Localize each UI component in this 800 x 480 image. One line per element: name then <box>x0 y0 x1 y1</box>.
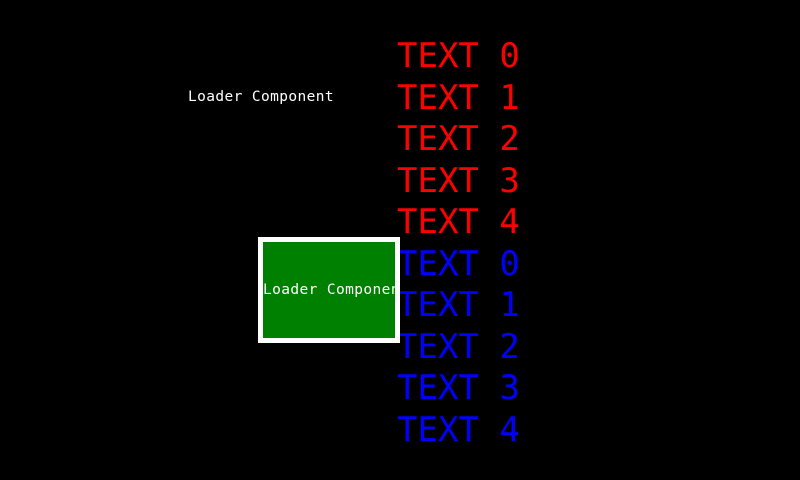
loader-component-label-inner: Loader Component <box>263 282 400 298</box>
text-row-index: 3 <box>499 368 520 408</box>
text-row-index: 0 <box>499 36 520 76</box>
text-row: TEXT 4 <box>397 202 657 244</box>
text-row: TEXT 0 <box>397 244 657 286</box>
text-row: TEXT 1 <box>397 285 657 327</box>
text-row-label: TEXT <box>397 285 479 325</box>
text-row-index: 4 <box>499 202 520 242</box>
text-row: TEXT 4 <box>397 410 657 452</box>
text-row-index: 2 <box>499 326 520 367</box>
text-row-index: 0 <box>499 243 520 284</box>
text-row-label: TEXT <box>397 119 479 159</box>
text-row-label: TEXT <box>397 326 479 367</box>
loader-component-box[interactable]: Loader Component <box>258 237 400 343</box>
text-row-index: 2 <box>499 119 520 159</box>
text-row: TEXT 3 <box>397 161 657 203</box>
text-row-index: 1 <box>499 77 520 118</box>
text-row: TEXT 1 <box>397 78 657 120</box>
text-row-index: 4 <box>499 409 520 450</box>
text-row: TEXT 3 <box>397 368 657 410</box>
loader-component-box-inner: Loader Component <box>263 242 395 338</box>
text-row-label: TEXT <box>397 409 479 450</box>
text-row-label: TEXT <box>397 243 479 284</box>
text-row-index: 3 <box>499 160 520 201</box>
text-row-label: TEXT <box>397 202 479 242</box>
text-row-label: TEXT <box>397 160 479 201</box>
loader-component-label-top: Loader Component <box>187 89 335 105</box>
text-row-index: 1 <box>499 285 520 325</box>
text-row-label: TEXT <box>397 36 479 76</box>
text-row: TEXT 0 <box>397 36 657 78</box>
text-row-label: TEXT <box>397 77 479 118</box>
text-row: TEXT 2 <box>397 327 657 369</box>
text-row-label: TEXT <box>397 368 479 408</box>
text-row: TEXT 2 <box>397 119 657 161</box>
